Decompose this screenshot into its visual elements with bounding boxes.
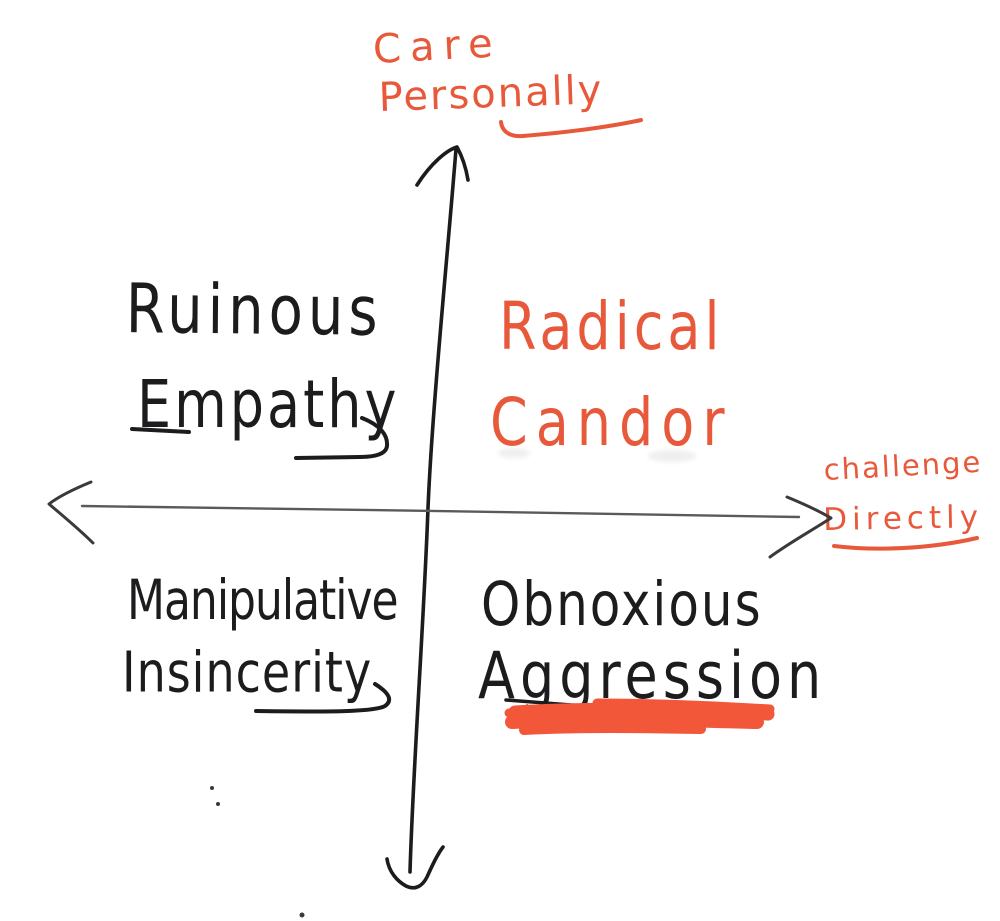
vertical-axis-label-line2: Personally [377, 67, 605, 121]
highlight-stroke [519, 723, 706, 735]
directly-underline [832, 536, 979, 551]
highlight-stroke [505, 712, 764, 729]
quadrant-bottom-left-line1: Manipulative [127, 569, 399, 633]
quadrant-top-left-line1: Ruinous [125, 269, 383, 352]
quadrant-top-left-line2: Empathy [137, 365, 400, 443]
up-arrowhead-icon [415, 145, 470, 187]
ink-speck [210, 786, 214, 790]
quadrant-top-right-line2: Candor [490, 383, 733, 461]
quadrant-bottom-right-line2: Aggression [478, 638, 827, 714]
ink-speck [216, 802, 220, 806]
horizontal-axis-line [80, 504, 801, 519]
vertical-axis-label-line1: Care [371, 20, 503, 73]
left-arrowhead-icon [47, 480, 95, 545]
horizontal-axis-label-line1: challenge [822, 444, 984, 487]
vertical-axis-line [408, 147, 458, 874]
quadrant-bottom-right-line1: Obnoxious [481, 569, 763, 640]
down-arrowhead-icon [385, 845, 445, 890]
quadrant-top-right-line1: Radical [499, 287, 724, 365]
horizontal-axis-label-line2: Directly [822, 499, 984, 538]
personally-underline [499, 118, 643, 139]
ink-speck [299, 912, 305, 918]
quadrant-bottom-left-line2: Insincerity [122, 639, 373, 705]
right-arrowhead-icon [768, 495, 833, 559]
